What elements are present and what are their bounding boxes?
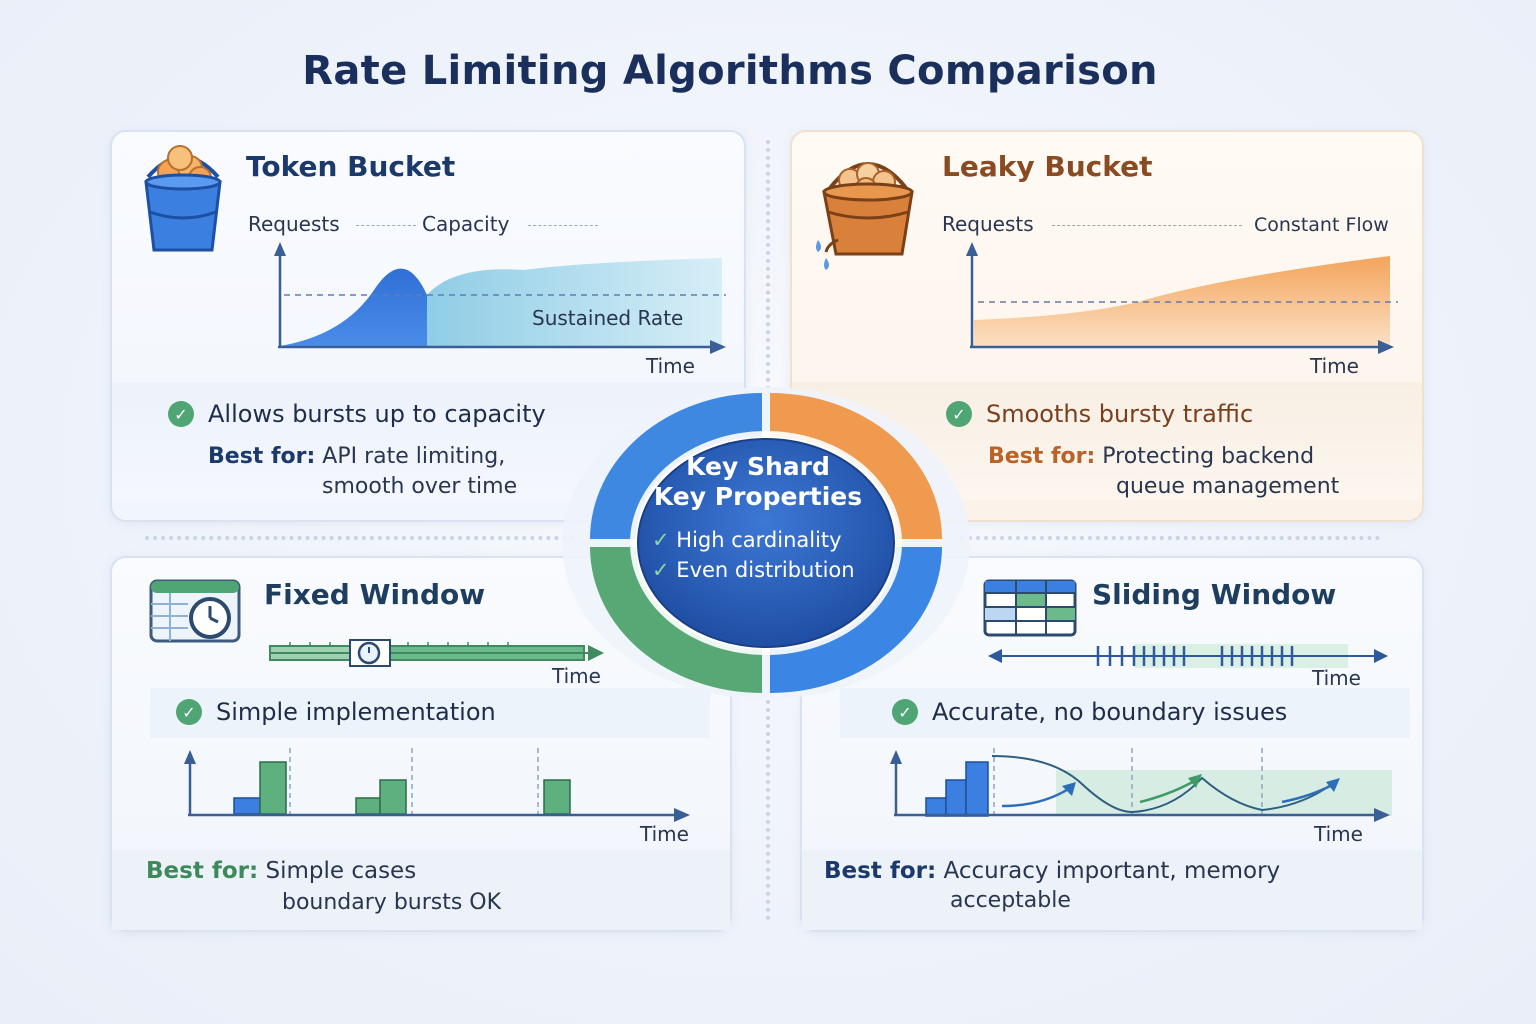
fixed-window-time-label-top: Time: [552, 664, 601, 688]
token-bucket-y-arrow: [274, 242, 286, 256]
token-bucket-feature: ✓ Allows bursts up to capacity: [168, 400, 546, 428]
sliding-window-best-for-label: Best for:: [824, 858, 937, 884]
sliding-window-bar: [945, 779, 967, 817]
fixed-window-time-label-bottom: Time: [640, 822, 689, 846]
sliding-window-bar: [925, 797, 947, 817]
hub-segment-sliding-window: [770, 547, 942, 693]
sliding-window-time-label-top: Time: [1312, 666, 1361, 690]
hub-segment-token-bucket: [590, 393, 762, 539]
sliding-window-feature: ✓ Accurate, no boundary issues: [892, 698, 1287, 726]
blue-bucket-icon: [144, 145, 222, 252]
fixed-window-best-for-label: Best for:: [146, 858, 259, 884]
fixed-window-feature-band: [150, 688, 710, 738]
token-bucket-capacity-leader: [528, 225, 598, 226]
token-bucket-sustained-area: [427, 258, 722, 346]
page-title: Rate Limiting Algorithms Comparison: [302, 48, 1158, 94]
leaky-bucket-feature-text: Smooths bursty traffic: [986, 400, 1254, 428]
sliding-window-curve: [991, 755, 1333, 814]
sliding-window-bar: [965, 761, 989, 817]
sliding-window-best-band: [802, 850, 1422, 930]
check-circle-icon: ✓: [168, 401, 194, 427]
leaking-bucket-icon: [816, 162, 914, 270]
token-bucket-x-arrow: [710, 340, 726, 354]
fixed-window-best-for-line2: boundary bursts OK: [282, 890, 502, 915]
token-bucket-label-leader: [356, 225, 416, 226]
token-bucket-chart: [274, 242, 726, 354]
leaky-bucket-flow-area: [974, 256, 1390, 346]
fixed-window-best-band: [112, 850, 730, 930]
sliding-window-slide-arrow: [1001, 786, 1071, 808]
leaky-bucket-time-label: Time: [1310, 354, 1359, 378]
leaky-bucket-best-for-line2: queue management: [1116, 474, 1340, 499]
fixed-window-bar: [543, 779, 571, 815]
check-icon: ✓: [652, 528, 670, 552]
check-circle-icon: ✓: [176, 699, 202, 725]
sliding-window-title: Sliding Window: [1092, 578, 1337, 611]
sliding-window-feature-text: Accurate, no boundary issues: [932, 698, 1288, 726]
leaky-bucket-best-for-line1: Protecting backend: [1102, 444, 1315, 469]
fixed-window-best-for-line1: Simple cases: [265, 858, 417, 884]
fixed-window-best-for: Best for: Simple cases: [146, 856, 416, 886]
check-icon: ✓: [652, 558, 670, 582]
fixed-window-feature-text: Simple implementation: [216, 698, 496, 726]
fixed-window-title: Fixed Window: [264, 578, 486, 611]
spreadsheet-grid-icon: [983, 579, 1077, 637]
leaky-bucket-label-leader: [1052, 225, 1242, 226]
fixed-window-feature: ✓ Simple implementation: [176, 698, 496, 726]
sliding-window-timeline: [988, 644, 1388, 668]
sliding-window-feature-band: [840, 688, 1410, 738]
leaky-bucket-feature: ✓ Smooths bursty traffic: [946, 400, 1253, 428]
token-bucket-best-for-label: Best for:: [208, 444, 316, 469]
fixed-window-bar: [355, 797, 381, 815]
sliding-window-time-label-bottom: Time: [1314, 822, 1363, 846]
calendar-clock-icon: [149, 579, 241, 643]
sliding-window-highlight: [1056, 770, 1392, 816]
token-bucket-best-for-line2: smooth over time: [322, 474, 518, 499]
fixed-window-bar: [379, 779, 407, 815]
horizontal-separator-right: [960, 536, 1380, 540]
token-bucket-capacity-label: Capacity: [422, 212, 510, 236]
fixed-window-timeline: [269, 639, 604, 667]
sliding-window-best-for: Best for: Accuracy important, memory: [824, 856, 1280, 886]
token-bucket-best-for: Best for: API rate limiting,: [208, 442, 505, 472]
fixed-window-bar-chart: [184, 748, 690, 822]
leaky-bucket-title: Leaky Bucket: [942, 150, 1153, 183]
hub-item-high-cardinality: ✓ High cardinality: [652, 528, 842, 552]
leaky-bucket-chart: [966, 242, 1398, 354]
horizontal-separator-left: [145, 536, 575, 540]
token-bucket-time-label: Time: [646, 354, 695, 378]
fixed-window-bar: [259, 761, 287, 815]
hub-title-line2: Key Properties: [653, 482, 863, 511]
sliding-window-best-for-line2: acceptable: [950, 888, 1071, 913]
sliding-window-chart: [890, 748, 1392, 822]
hub-item-high-cardinality-text: High cardinality: [676, 528, 842, 552]
leaky-bucket-y-arrow: [966, 242, 978, 256]
key-properties-hub: [562, 387, 970, 699]
leaky-bucket-flow-label: Constant Flow: [1254, 214, 1389, 236]
leaky-bucket-requests-label: Requests: [942, 212, 1034, 236]
token-bucket-feature-text: Allows bursts up to capacity: [208, 400, 546, 428]
token-bucket-requests-label: Requests: [248, 212, 340, 236]
check-circle-icon: ✓: [892, 699, 918, 725]
leaky-bucket-best-for: Best for: Protecting backend: [988, 442, 1314, 472]
leaky-bucket-x-arrow: [1378, 340, 1394, 354]
sliding-window-best-for-line1: Accuracy important, memory: [943, 858, 1281, 884]
token-bucket-sustained-label: Sustained Rate: [532, 306, 684, 330]
vertical-separator-top: [766, 140, 770, 390]
token-bucket-title: Token Bucket: [246, 150, 456, 183]
vertical-separator-bottom: [766, 700, 770, 920]
hub-segment-fixed-window: [590, 547, 762, 693]
fixed-window-bar: [233, 797, 261, 815]
hub-title-line1: Key Shard: [686, 452, 830, 481]
token-bucket-best-for-line1: API rate limiting,: [322, 444, 506, 469]
token-bucket-burst-area: [280, 268, 427, 346]
hub-item-even-distribution-text: Even distribution: [676, 558, 855, 582]
hub-item-even-distribution: ✓ Even distribution: [652, 558, 855, 582]
leaky-bucket-best-for-label: Best for:: [988, 444, 1096, 469]
hub-segment-leaky-bucket: [770, 393, 942, 539]
check-circle-icon: ✓: [946, 401, 972, 427]
